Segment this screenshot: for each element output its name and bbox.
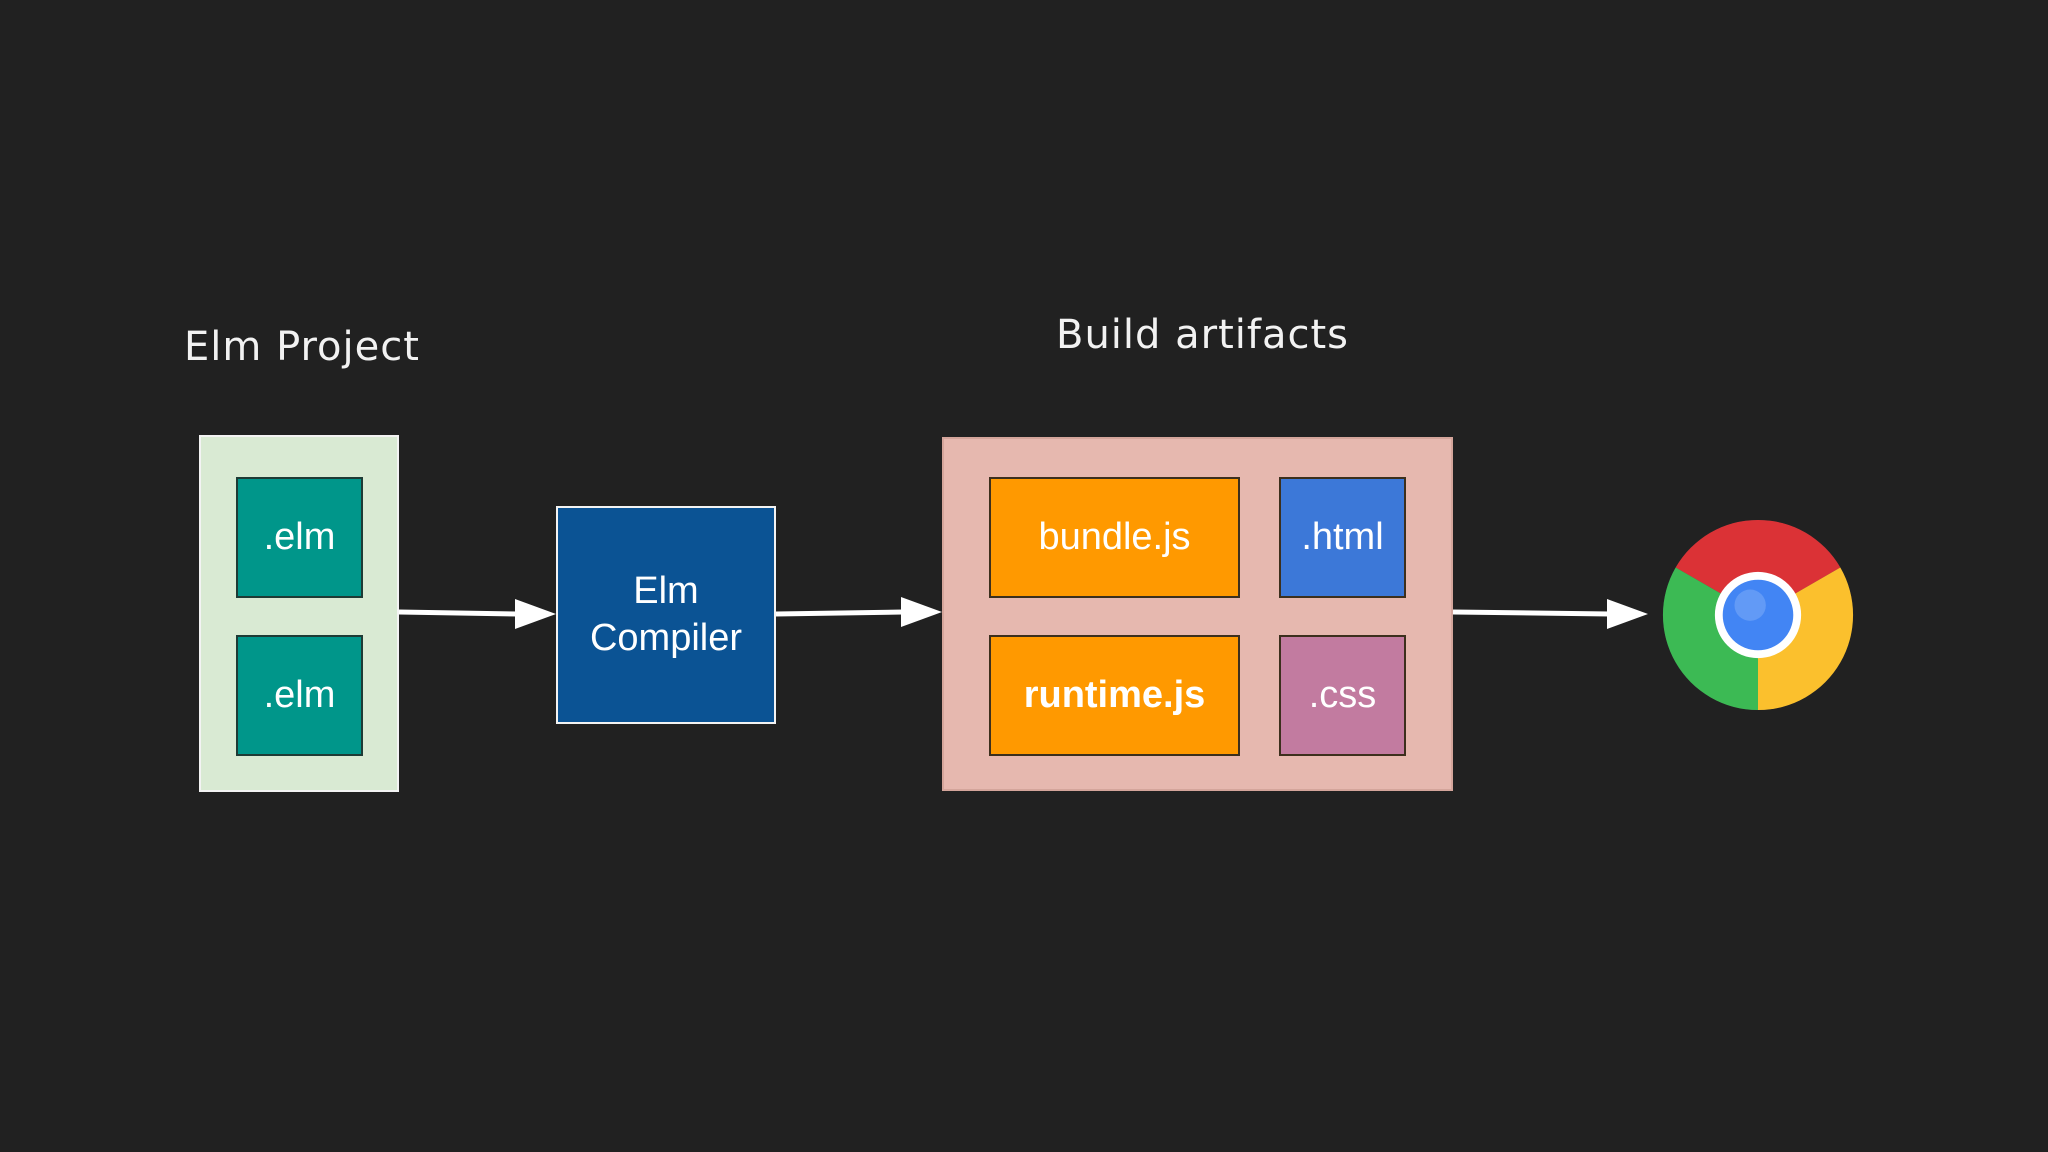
arrow-compiler-to-artifacts <box>775 597 942 627</box>
runtime-js-artifact: runtime.js <box>989 635 1240 756</box>
bundle-js-artifact: bundle.js <box>989 477 1240 598</box>
chrome-icon <box>1662 519 1854 711</box>
css-artifact: .css <box>1279 635 1406 756</box>
compiler-label-line1: Elm <box>633 570 699 612</box>
arrow-artifacts-to-browser <box>1452 599 1648 629</box>
elm-source-file: .elm <box>236 477 363 598</box>
arrow-project-to-compiler <box>398 599 556 629</box>
build-artifacts-heading: Build artifacts <box>1056 312 1349 358</box>
elm-compiler-node: Elm Compiler <box>556 506 776 724</box>
elm-project-heading: Elm Project <box>184 324 420 370</box>
html-artifact: .html <box>1279 477 1406 598</box>
elm-source-file: .elm <box>236 635 363 756</box>
compiler-label-line2: Compiler <box>589 617 743 659</box>
